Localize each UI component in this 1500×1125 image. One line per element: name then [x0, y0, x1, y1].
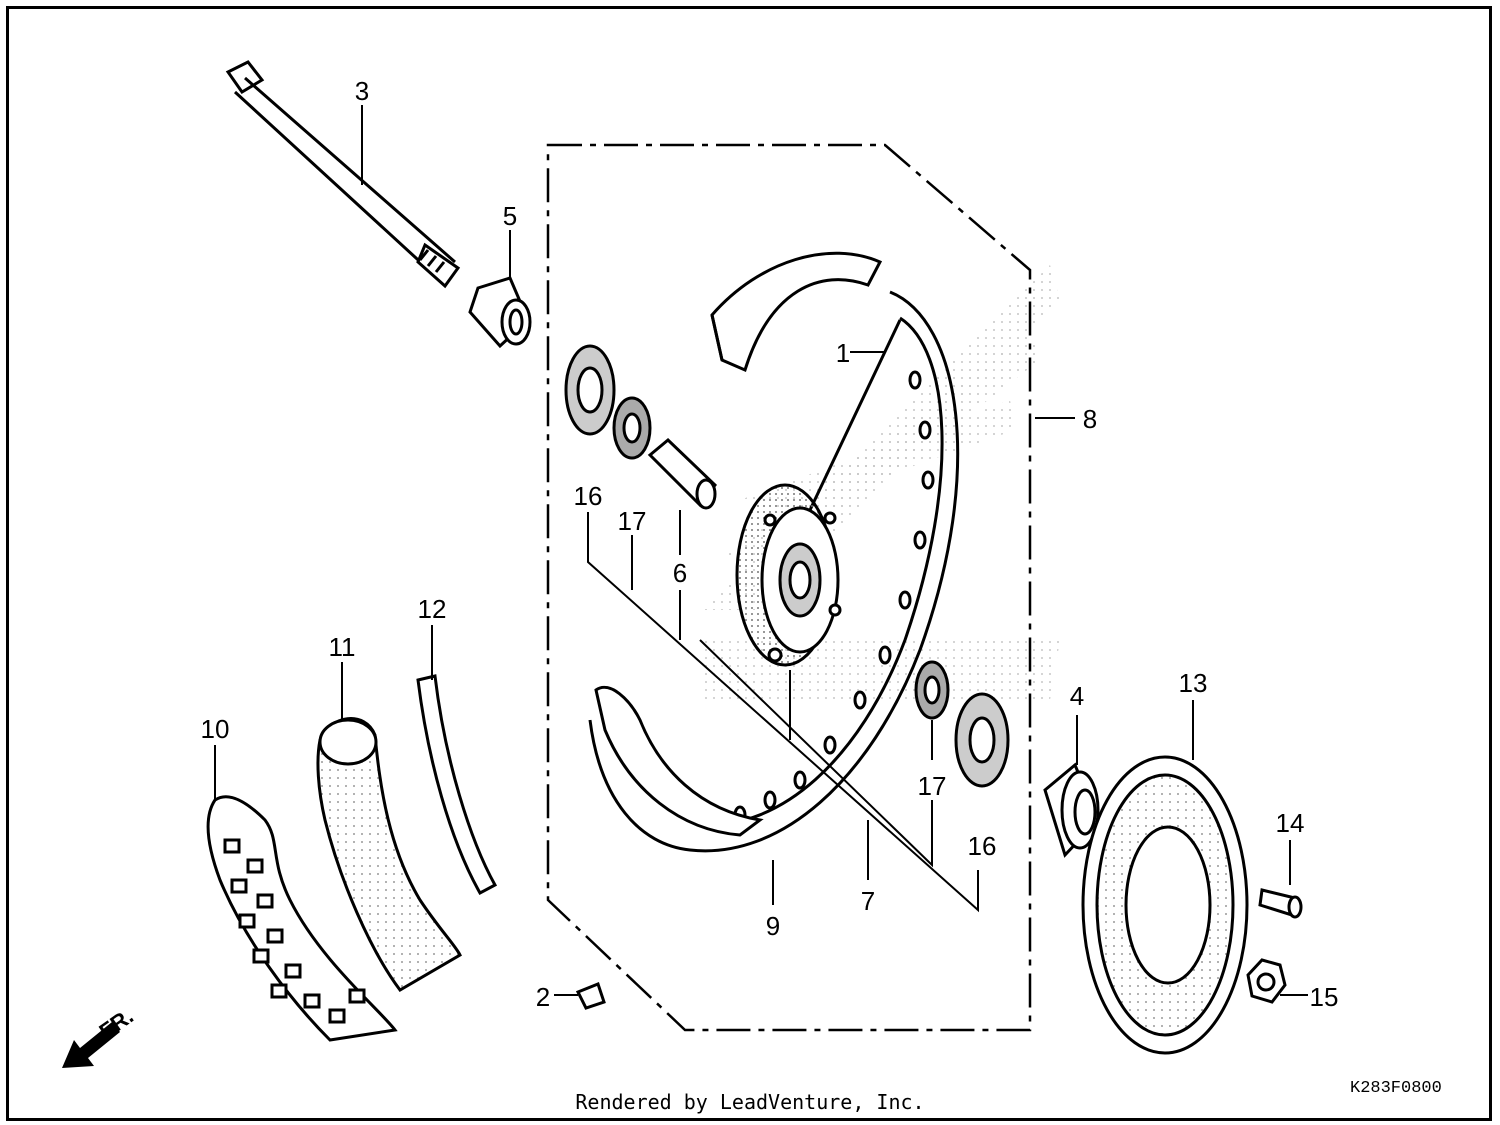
callout-2: 2 — [536, 982, 550, 1012]
rim-band-part-12 — [416, 674, 498, 896]
rim-band-upper — [710, 251, 883, 373]
assembly-boundary — [546, 143, 1032, 1032]
side-collar-part-4 — [1043, 762, 1100, 858]
front-direction-arrow-icon — [62, 1022, 120, 1068]
callout-7: 7 — [861, 886, 875, 916]
dust-seal-part-16-left — [564, 344, 616, 436]
callout-labels: 1 2 3 4 5 6 7 8 9 10 11 12 13 14 15 16 1… — [201, 76, 1339, 1012]
callout-1: 1 — [836, 338, 850, 368]
callout-14: 14 — [1276, 808, 1305, 838]
front-axle-part-3 — [225, 60, 461, 289]
diagram-border — [6, 6, 1492, 1121]
callout-5: 5 — [503, 201, 517, 231]
inner-tube-part-11 — [316, 717, 462, 992]
brake-disc-part-13 — [1081, 755, 1249, 1055]
dust-seal-part-16-right — [954, 692, 1010, 788]
callout-8: 8 — [1083, 404, 1097, 434]
callout-13: 13 — [1179, 668, 1208, 698]
disc-bolt-part-14 — [1258, 888, 1303, 919]
render-credit: Rendered by LeadVenture, Inc. — [575, 1090, 925, 1114]
callout-16-right: 16 — [968, 831, 997, 861]
callout-11: 11 — [329, 632, 356, 662]
callout-6: 6 — [673, 558, 687, 588]
callout-15: 15 — [1310, 982, 1339, 1012]
callout-4: 4 — [1070, 681, 1084, 711]
bearing-part-17-left — [612, 396, 652, 460]
front-wheel-hub — [735, 483, 842, 667]
callout-17-left: 17 — [618, 506, 647, 536]
callout-16-left: 16 — [574, 481, 603, 511]
tire-part-10 — [206, 795, 398, 1042]
callout-17-right: 17 — [918, 771, 947, 801]
wheel-rim-part-8 — [588, 290, 960, 853]
side-collar-part-5 — [468, 276, 532, 349]
disc-nut-part-15 — [1246, 958, 1287, 1004]
diagram-code: K283F0800 — [1350, 1079, 1442, 1098]
callout-12: 12 — [418, 594, 447, 624]
callout-3: 3 — [355, 76, 369, 106]
rim-band-lower — [594, 685, 764, 837]
spoke-nipple-part-2 — [575, 982, 606, 1010]
callout-10: 10 — [201, 714, 230, 744]
leader-lines — [214, 105, 1308, 996]
distance-collar-part-6 — [647, 437, 717, 510]
callout-9: 9 — [766, 911, 780, 941]
bearing-part-17-right — [914, 660, 950, 720]
